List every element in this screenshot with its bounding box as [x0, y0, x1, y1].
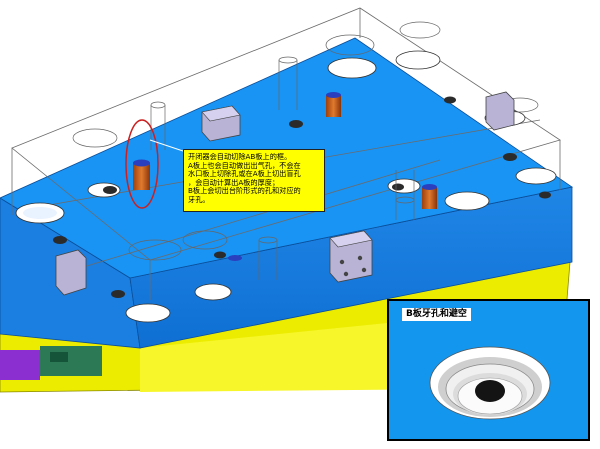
bushing-icon [133, 92, 437, 261]
clamp-block-icon[interactable] [55, 91, 515, 296]
highlight-circle [125, 119, 187, 209]
inset-label: B板牙孔和避空 [402, 308, 471, 321]
screw-holes [53, 96, 551, 298]
callout-line: ，会自动计算出A板的厚度； [188, 178, 280, 187]
transparent-clamp-plate [11, 7, 561, 300]
annotation-callout: 开闭器会自动切除AB板上的框。 A板上也会自动做出出气孔，不会在 水口板上切除孔… [183, 149, 325, 212]
callout-line: B板上会切出台阶形式的孔和对应的 [188, 187, 301, 196]
hole-icon [429, 346, 551, 420]
callout-line: 开闭器会自动切除AB板上的框。 [188, 153, 292, 161]
ejector-cylinders [72, 21, 539, 280]
detail-inset: B板牙孔和避空 [387, 299, 590, 441]
callout-line: A板上也会自动做出出气孔，不会在 [188, 161, 301, 170]
callout-line: 水口板上切除孔或在A板上切出盲孔 [188, 170, 301, 179]
callout-line: 牙孔。 [188, 195, 210, 204]
